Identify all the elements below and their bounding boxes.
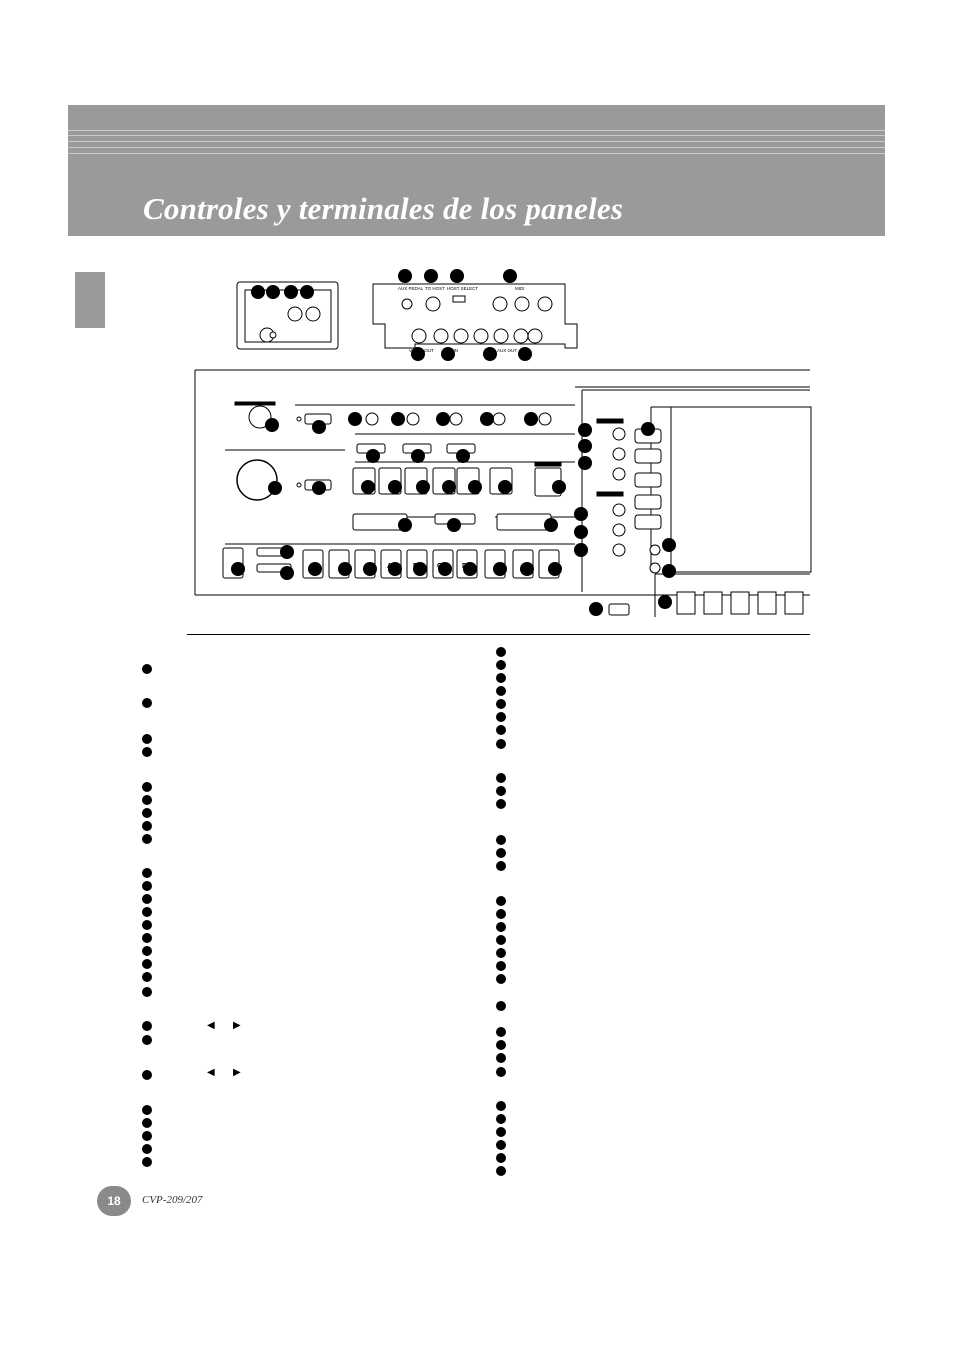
left-arrow-glyph: ◀ — [207, 1067, 215, 1078]
left-arrow-glyph: ◀ — [207, 1020, 215, 1031]
section-tab — [75, 272, 105, 328]
label-aux-pedal: AUX PEDAL — [398, 286, 424, 291]
right-arrow-glyph: ▶ — [233, 1067, 241, 1078]
label-midi: MIDI — [515, 286, 525, 291]
label-to-host: TO HOST — [425, 286, 445, 291]
page-title: Controles y terminales de los paneles — [143, 191, 624, 226]
panel-diagram: AUX PEDAL TO HOST HOST SELECT MIDI VIDEO… — [194, 269, 812, 617]
header-band: Controles y terminales de los paneles — [68, 105, 885, 236]
model-label: CVP-209/207 — [142, 1194, 203, 1206]
label-aux-out: AUX OUT — [497, 348, 517, 353]
divider-rule — [187, 634, 810, 635]
right-arrow-glyph: ▶ — [233, 1020, 241, 1031]
page-number-badge: 18 — [97, 1186, 131, 1216]
label-host-select: HOST SELECT — [447, 286, 478, 291]
